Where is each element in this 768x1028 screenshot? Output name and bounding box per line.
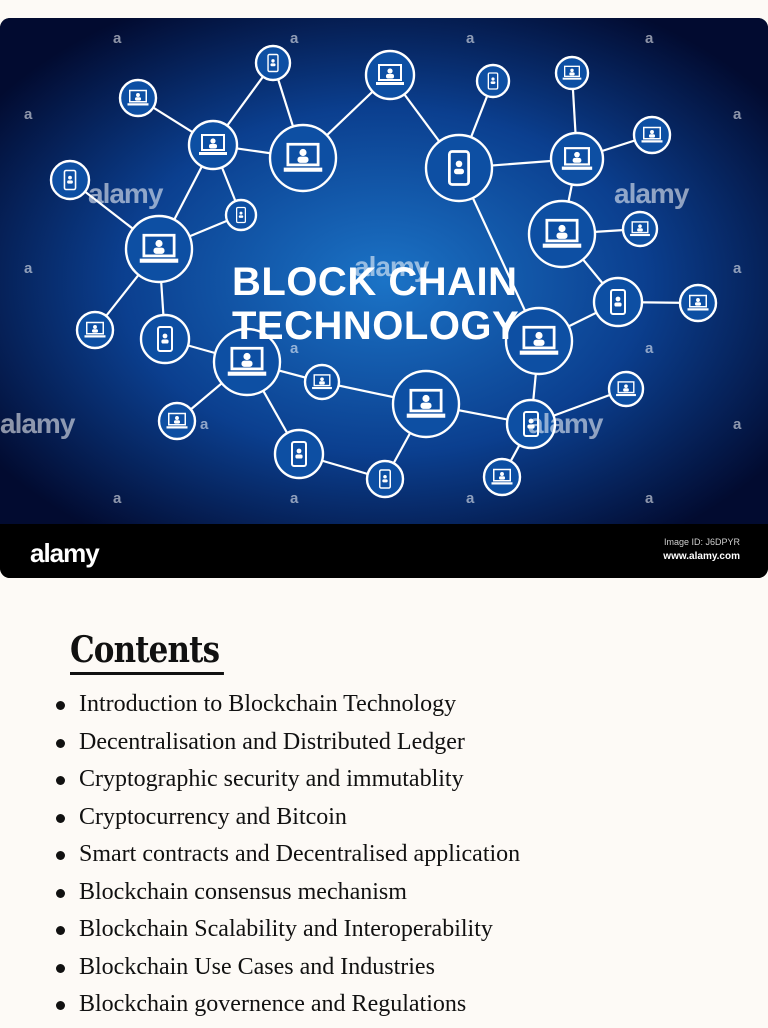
phone-node-icon: [365, 459, 405, 499]
phone-node-icon: [49, 159, 91, 201]
watermark-small: a: [466, 30, 475, 47]
watermark-small: a: [200, 416, 209, 433]
hero-image: BLOCK CHAIN TECHNOLOGY alamy alamy alamy…: [0, 18, 768, 578]
hero-title-line2: TECHNOLOGY: [232, 304, 520, 348]
watermark: alamy: [88, 178, 163, 209]
hero-title-line1: BLOCK CHAIN: [232, 260, 518, 304]
contents-item: Introduction to Blockchain Technology: [52, 690, 520, 728]
laptop-node-icon: [504, 306, 574, 376]
watermark: alamy: [354, 251, 429, 282]
laptop-node-icon: [621, 210, 659, 248]
laptop-node-icon: [303, 363, 341, 401]
contents-item: Cryptographic security and immutablity: [52, 765, 520, 803]
laptop-node-icon: [75, 310, 115, 350]
watermark-small: a: [113, 30, 122, 47]
laptop-node-icon: [554, 55, 590, 91]
image-url-text: www.alamy.com: [663, 551, 740, 562]
phone-node-icon: [273, 428, 325, 480]
watermark-small: a: [290, 340, 299, 357]
contents-item: Blockchain Scalability and Interoperabil…: [52, 915, 520, 953]
contents-item: Cryptocurrency and Bitcoin: [52, 803, 520, 841]
contents-heading: Contents: [70, 632, 225, 675]
laptop-node-icon: [187, 119, 239, 171]
laptop-node-icon: [157, 401, 197, 441]
laptop-node-icon: [212, 327, 282, 397]
alamy-logo: alamy: [30, 538, 100, 568]
image-id-text: Image ID: J6DPYR: [663, 537, 740, 547]
watermark-small: a: [290, 490, 299, 507]
watermark-small: a: [733, 260, 742, 277]
watermark-small: a: [645, 490, 654, 507]
watermark: alamy: [528, 408, 603, 439]
watermark-small: a: [645, 340, 654, 357]
contents-item: Blockchain governence and Regulations: [52, 990, 520, 1028]
watermark-small: a: [466, 490, 475, 507]
phone-node-icon: [592, 276, 644, 328]
phone-node-icon: [505, 398, 557, 450]
laptop-node-icon: [632, 115, 672, 155]
phone-node-icon: [139, 313, 191, 365]
laptop-node-icon: [527, 199, 597, 269]
contents-item: Smart contracts and Decentralised applic…: [52, 840, 520, 878]
blockchain-network-illustration: [0, 18, 768, 524]
watermark-small: a: [24, 106, 33, 123]
watermark: alamy: [0, 408, 75, 439]
laptop-node-icon: [549, 131, 605, 187]
phone-node-icon: [424, 133, 494, 203]
laptop-node-icon: [268, 123, 338, 193]
watermark: alamy: [614, 178, 689, 209]
laptop-node-icon: [607, 370, 645, 408]
contents-item: Decentralisation and Distributed Ledger: [52, 728, 520, 766]
watermark-small: a: [733, 416, 742, 433]
phone-node-icon: [224, 198, 258, 232]
watermark-small: a: [733, 106, 742, 123]
laptop-node-icon: [118, 78, 158, 118]
phone-node-icon: [254, 44, 292, 82]
laptop-node-icon: [678, 283, 718, 323]
laptop-node-icon: [391, 369, 461, 439]
image-footer-bar: alamy Image ID: J6DPYR www.alamy.com: [0, 524, 768, 578]
watermark-small: a: [113, 490, 122, 507]
contents-item: Blockchain consensus mechanism: [52, 878, 520, 916]
contents-item: Blockchain Use Cases and Industries: [52, 953, 520, 991]
watermark-small: a: [645, 30, 654, 47]
laptop-node-icon: [124, 214, 194, 284]
phone-node-icon: [475, 63, 511, 99]
laptop-node-icon: [364, 49, 416, 101]
laptop-node-icon: [482, 457, 522, 497]
watermark-small: a: [24, 260, 33, 277]
watermark-small: a: [290, 30, 299, 47]
